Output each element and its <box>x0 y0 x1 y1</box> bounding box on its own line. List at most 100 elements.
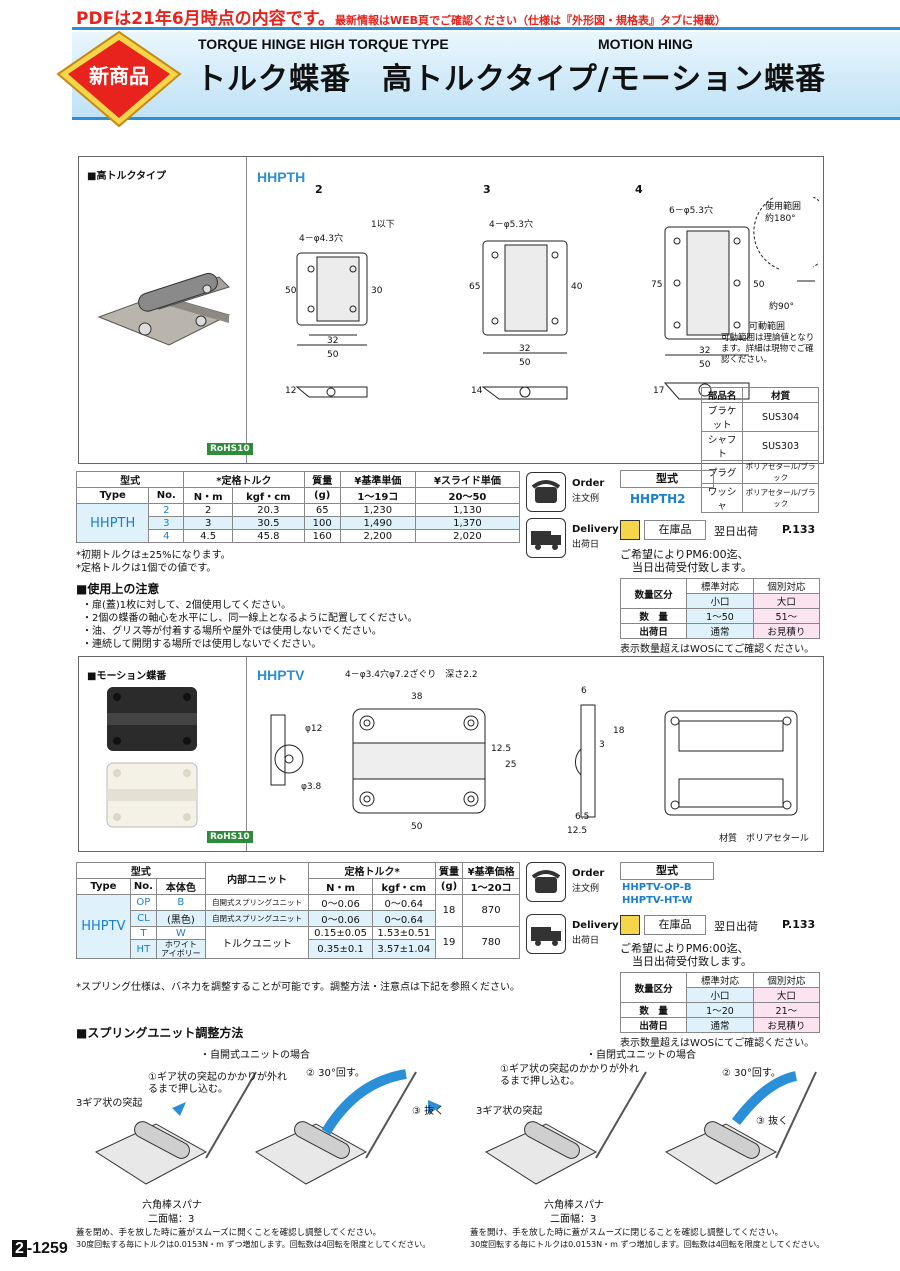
caution-item: ・油、グリス等が付着する場所や屋外では使用しないでください。 <box>82 626 382 637</box>
th-torque: 定格トルク* <box>308 862 436 879</box>
left-note-2: 30度回転する毎にトルクは0.0153N・m ずつ増加します。回転数は4回転を限… <box>76 1240 431 1249</box>
stock-icon <box>620 915 640 935</box>
color-w: W <box>156 926 206 940</box>
th-price-range: 1〜20コ <box>462 878 520 895</box>
th-torque: *定格トルク <box>183 471 305 488</box>
qty-row: 数 量 <box>619 608 688 624</box>
th-price-range: 1〜19コ <box>339 487 416 504</box>
dim-2-32: 32 <box>327 336 338 346</box>
caution-item: ・扉(蓋)1枚に対して、2個使用してください。 <box>82 600 292 611</box>
stock-icon <box>620 520 640 540</box>
left-step2: ② 30°回す。 <box>306 1068 365 1079</box>
color-b: B <box>156 894 206 911</box>
th-g: (g) <box>434 878 464 895</box>
ship-ind: お見積り <box>752 623 821 639</box>
row-no: T <box>129 926 158 940</box>
row-kgf: 30.5 <box>232 516 305 530</box>
th-type: Type <box>76 878 131 895</box>
parts-h-name: 部品名 <box>700 387 744 403</box>
phone-icon <box>526 472 566 512</box>
dim-3-40: 40 <box>571 282 583 292</box>
title-en-1: TORQUE HINGE HIGH TORQUE TYPE <box>198 36 449 52</box>
dim-4-32: 32 <box>699 346 710 356</box>
order-header: 型式 <box>620 470 714 488</box>
right-step3: ③ 抜く <box>756 1116 789 1127</box>
right-note-1: 蓋を開け、手を放した時に蓋がスムーズに閉じることを確認し調整してください。 <box>470 1228 784 1238</box>
qty-ind: 21〜 <box>752 1002 821 1018</box>
dim-phi12: φ12 <box>305 724 322 734</box>
caution-title: ■使用上の注意 <box>76 582 160 596</box>
type-name: HHPTH <box>75 503 150 543</box>
hhpth-photo-area: ■高トルクタイプ RoHS10 <box>79 157 253 463</box>
dim-12-5b: 12.5 <box>567 826 587 836</box>
type-name: HHPTV <box>76 894 131 959</box>
dim-phi3-8: φ3.8 <box>301 782 322 792</box>
dim-2-50: 50 <box>327 350 339 360</box>
part-name: ブラケット <box>700 402 744 432</box>
hinge-photo-hhpth <box>97 272 231 346</box>
dim-18: 18 <box>613 726 625 736</box>
header-rule <box>72 27 900 30</box>
hhpth-panel: ■高トルクタイプ RoHS10 HHPTH 2 3 4 <box>78 156 824 513</box>
hhpth-spec-table: 型式 *定格トルク 質量 ¥基準単価 ¥スライド単価 Type No. N・m … <box>75 471 521 543</box>
qty-std: 1〜50 <box>686 608 754 624</box>
row-kgf: 3.57±1.04 <box>371 939 436 959</box>
part-name: ワッシャ <box>700 483 744 513</box>
page-header: TORQUE HINGE HIGH TORQUE TYPE MOTION HIN… <box>72 32 900 120</box>
th-type: Type <box>75 487 150 504</box>
dim-3-14: 14 <box>471 386 483 396</box>
qty-std-h: 標準対応 <box>686 578 754 594</box>
row-nm: 3 <box>183 516 234 530</box>
hhpth-drawings: 4－φ4.3穴 4－φ5.3穴 6－φ5.3穴 32 50 50 30 32 5… <box>285 197 819 400</box>
row-no: 4 <box>148 529 185 543</box>
part-material: SUS303 <box>742 431 819 461</box>
pdf-notice: PDFは21年6月時点の内容です。最新情報はWEB頁でご確認ください（仕様は『外… <box>76 4 726 29</box>
page-ref: P.133 <box>782 523 816 536</box>
dim-25: 25 <box>505 760 516 770</box>
qty-ind: 51〜 <box>752 608 821 624</box>
th-mass: 質量 <box>434 862 464 879</box>
row-nm: 0〜0.06 <box>308 910 373 927</box>
size-label-3: 3 <box>483 183 491 196</box>
parts-h-material: 材質 <box>742 387 819 403</box>
new-product-badge: 新商品 <box>56 30 182 128</box>
hole-label: 4－φ3.4穴φ7.2ざぐり 深さ2.2 <box>345 668 478 680</box>
th-nm: N・m <box>308 878 373 895</box>
section-label: ■高トルクタイプ <box>87 171 167 182</box>
th-price: ¥基準単価 <box>339 471 416 488</box>
th-mass: 質量 <box>303 471 341 488</box>
dim-below1: 1以下 <box>371 220 395 230</box>
dim-4-h50: 50 <box>753 280 765 290</box>
dim-4-50: 50 <box>699 360 711 370</box>
hhptv-panel: ■モーション蝶番 RoHS10 HHPTV <box>78 656 824 852</box>
dim-38: 38 <box>411 692 423 702</box>
movable-label: 可動範囲 <box>749 320 785 332</box>
th-g: (g) <box>303 487 341 504</box>
dim-12-5: 12.5 <box>491 744 511 754</box>
part-name: シャフト <box>700 431 744 461</box>
order-header: 型式 <box>620 862 714 880</box>
color-w-jp-2: アイボリー <box>161 949 201 958</box>
row-mass: 18 <box>434 894 464 927</box>
order-example: HHPTH2 <box>630 492 686 506</box>
row-price: 1,490 <box>339 516 416 530</box>
right-wrench-2: 二面幅：3 <box>550 1214 597 1225</box>
row-slide: 1,130 <box>414 503 521 517</box>
size-label-4: 4 <box>635 183 643 196</box>
th-no: No. <box>148 487 185 504</box>
color-w-jp-1: ホワイト <box>164 940 197 949</box>
pm-note-1: ご希望によりPM6:00迄、 <box>620 942 749 955</box>
qty-ind-sub: 大口 <box>752 593 821 609</box>
page-ref: P.133 <box>782 918 816 931</box>
delivery-label: Delivery <box>572 920 619 931</box>
dim-4-17: 17 <box>653 386 664 396</box>
right-note-2: 30度回転する毎にトルクは0.0153N・m ずつ増加します。回転数は4回転を限… <box>470 1240 825 1249</box>
part-material: SUS304 <box>742 402 819 432</box>
row-nm: 0.15±0.05 <box>308 926 373 940</box>
range-angle-180: 約180° <box>765 212 796 224</box>
qty-h: 数量区分 <box>619 578 688 609</box>
order-example-1: HHPTV-OP-B <box>622 882 692 893</box>
th-price: ¥基準価格 <box>462 862 520 879</box>
title-en-2: MOTION HING <box>598 36 693 52</box>
